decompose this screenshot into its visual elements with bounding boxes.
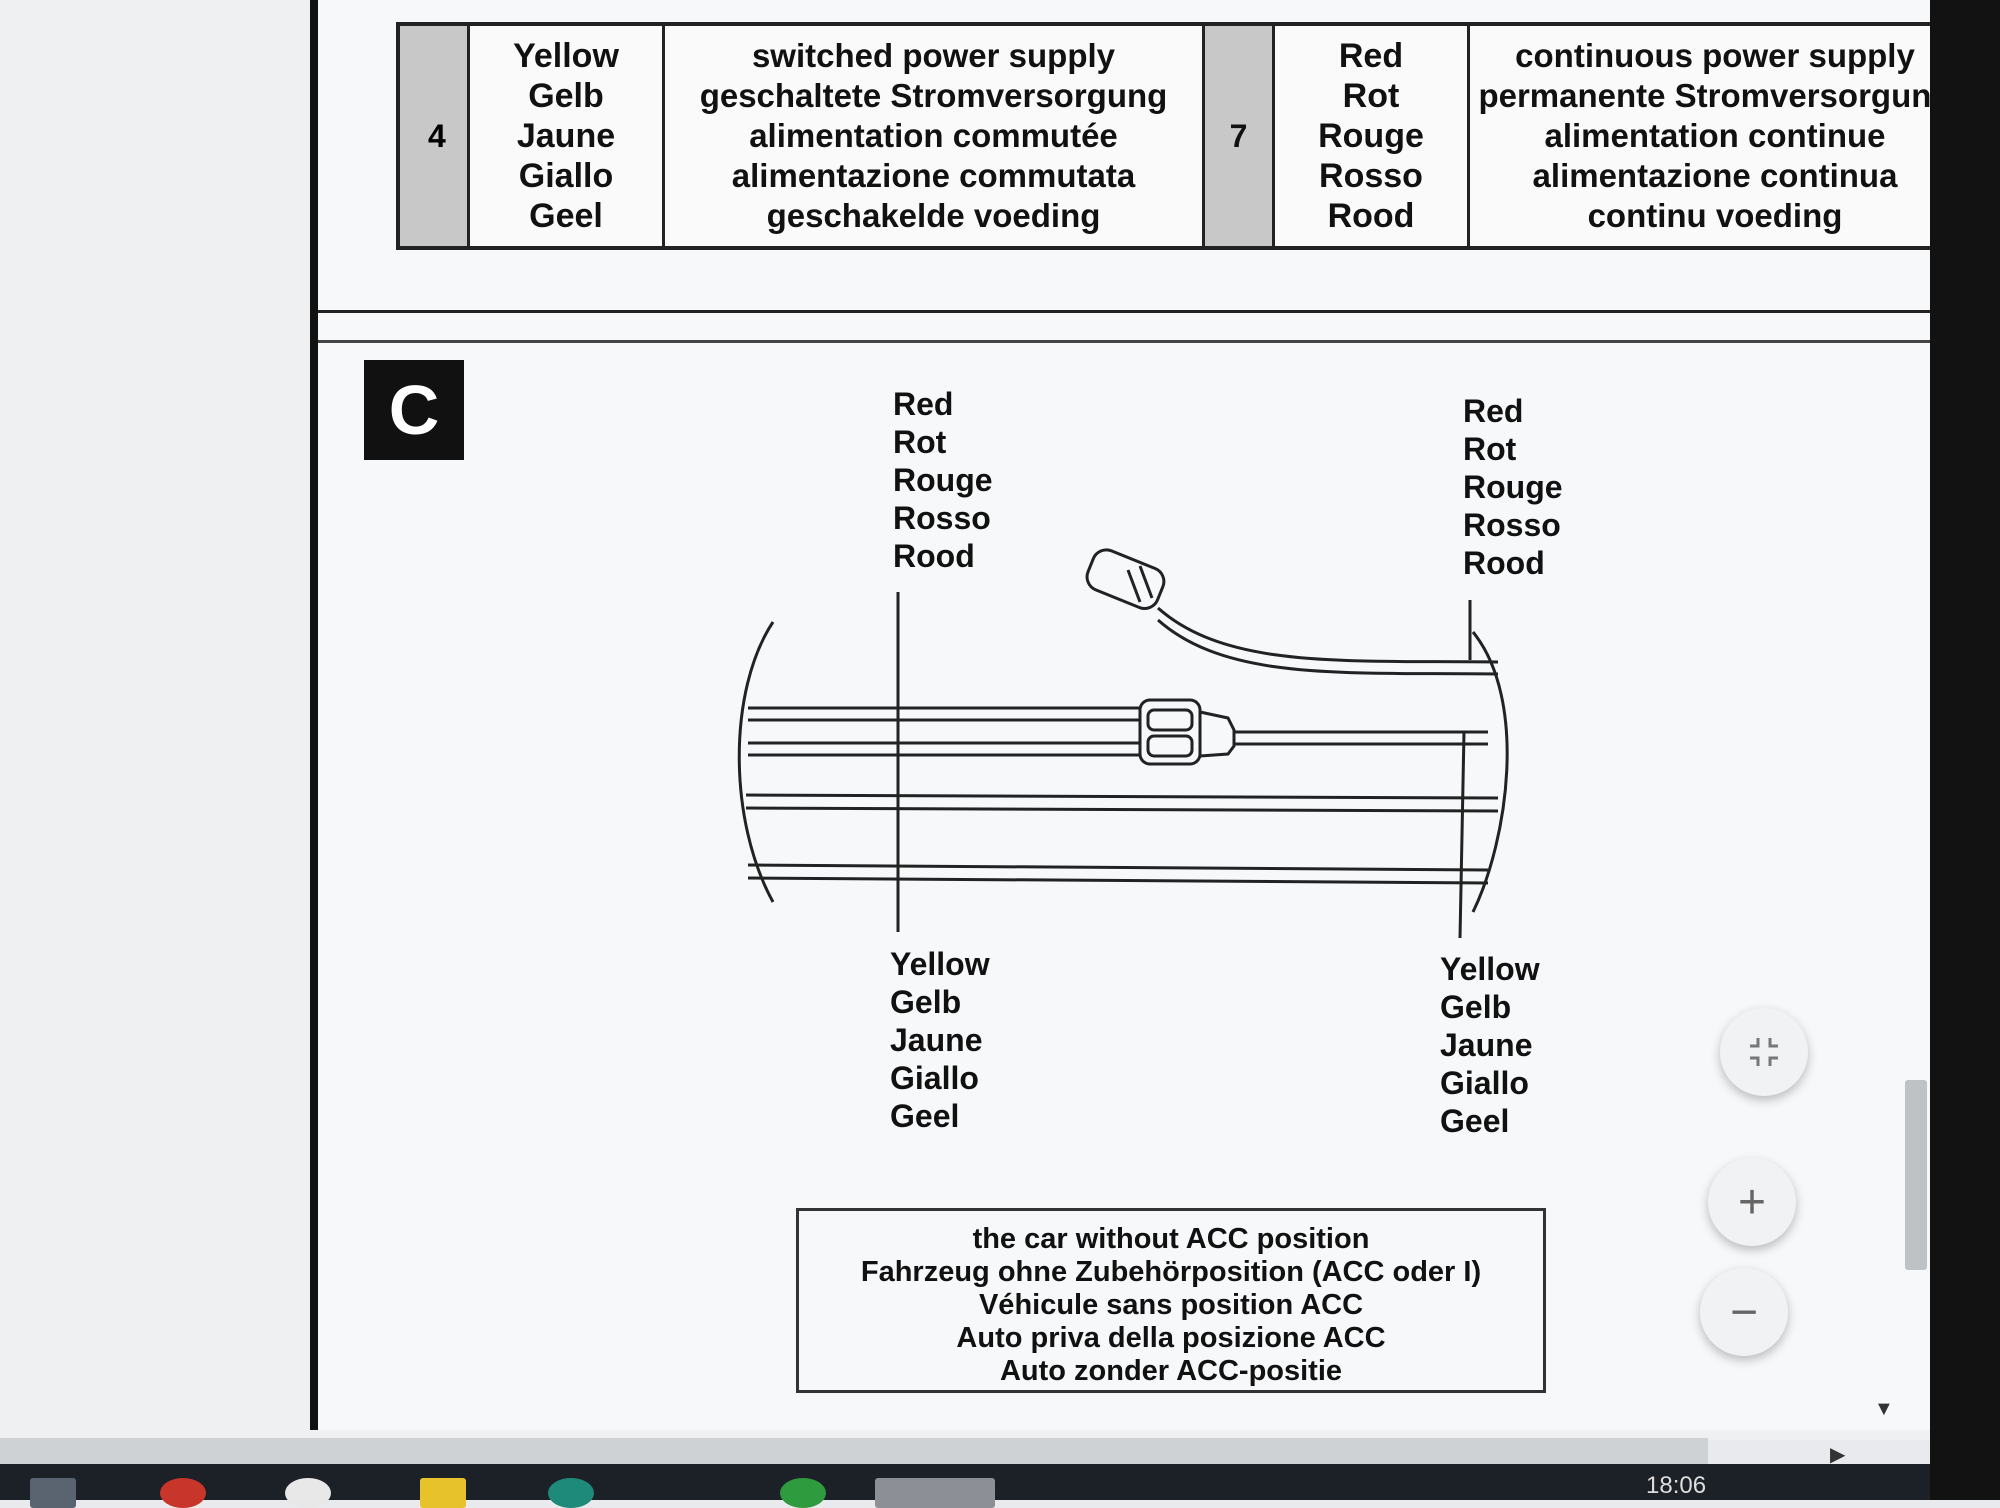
caption-line: Fahrzeug ohne Zubehörposition (ACC oder … <box>860 1256 1482 1288</box>
connector-detail <box>1138 565 1154 599</box>
color-text: Geel <box>529 197 603 235</box>
wire-line <box>747 863 1489 872</box>
label-text: Rosso <box>1463 507 1561 543</box>
wire-description-cell: switched power supply geschaltete Stromv… <box>665 26 1205 246</box>
description-text: continuous power supply <box>1515 37 1915 74</box>
wire-color-table: 4 Yellow Gelb Jaune Giallo Geel switched… <box>396 22 1964 250</box>
vertical-scrollbar-thumb[interactable] <box>1905 1080 1927 1270</box>
caption-line: Auto zonder ACC-positie <box>999 1355 1343 1387</box>
label-text: Yellow <box>890 946 990 982</box>
label-text: Rot <box>893 424 947 460</box>
zoom-in-button[interactable]: + <box>1708 1158 1796 1246</box>
yellow-wire-label-right: Yellow Gelb Jaune Giallo Geel <box>1440 950 1540 1140</box>
label-text: Jaune <box>890 1022 983 1058</box>
connector-pin <box>1146 708 1194 732</box>
wire-line <box>1157 618 1499 676</box>
label-text: Geel <box>890 1098 960 1134</box>
caption-line: the car without ACC position <box>972 1223 1370 1255</box>
description-text: geschaltete Stromversorgung <box>699 77 1168 114</box>
monitor-bezel <box>1930 0 2000 1500</box>
pin-number: 7 <box>1229 117 1248 154</box>
red-wire-label-right: Red Rot Rouge Rosso Rood <box>1463 392 1563 582</box>
section-divider <box>318 310 1958 313</box>
pin-number: 4 <box>428 118 446 154</box>
table-shade-cell <box>400 26 470 246</box>
compress-icon <box>1750 1038 1778 1066</box>
color-text: Rood <box>1327 197 1415 235</box>
wire-colors-cell: Red Rot Rouge Rosso Rood <box>1275 26 1470 246</box>
taskbar-app-icon[interactable] <box>285 1478 331 1508</box>
color-text: Yellow <box>513 37 619 75</box>
zoom-out-button[interactable]: − <box>1700 1268 1788 1356</box>
description-text: geschakelde voeding <box>766 197 1101 234</box>
color-text: Jaune <box>516 117 616 155</box>
wire-colors-cell: Yellow Gelb Jaune Giallo Geel <box>470 26 665 246</box>
caption-line: Véhicule sans position ACC <box>978 1289 1364 1321</box>
taskbar-app-icon[interactable] <box>160 1478 206 1508</box>
figure-label: C <box>364 360 464 460</box>
taskbar-app-icon[interactable] <box>875 1478 995 1508</box>
color-text: Rosso <box>1319 157 1423 195</box>
color-text: Rouge <box>1318 117 1424 155</box>
color-text: Gelb <box>528 77 604 115</box>
document-page: 4 Yellow Gelb Jaune Giallo Geel switched… <box>310 0 1964 1430</box>
description-text: permanente Stromversorgung <box>1478 77 1952 114</box>
wire-description-cell: continuous power supply permanente Strom… <box>1470 26 1960 246</box>
yellow-wire-label-left: Yellow Gelb Jaune Giallo Geel <box>890 945 990 1135</box>
label-text: Red <box>893 386 954 422</box>
taskbar-app-icon[interactable] <box>420 1478 466 1508</box>
label-text: Geel <box>1440 1103 1510 1139</box>
wire-line <box>1157 606 1499 664</box>
cut-edge-left <box>737 621 775 903</box>
wire-line <box>745 793 1499 800</box>
label-text: Rouge <box>893 462 993 498</box>
description-text: continu voeding <box>1587 197 1843 234</box>
wire-line <box>745 806 1499 813</box>
section-divider <box>318 340 1958 343</box>
caption-line: Auto priva della posizione ACC <box>956 1322 1386 1354</box>
connector-body <box>1138 698 1202 766</box>
label-text: Rouge <box>1463 469 1563 505</box>
taskbar-app-icon[interactable] <box>548 1478 594 1508</box>
label-text: Gelb <box>1440 989 1512 1025</box>
color-text: Red <box>1338 37 1404 75</box>
fit-to-width-button[interactable] <box>1720 1008 1808 1096</box>
table-shade-cell: 7 <box>1205 26 1275 246</box>
label-text: Yellow <box>1440 951 1540 987</box>
tap-line-right <box>1458 731 1466 939</box>
taskbar-app-icon[interactable] <box>30 1478 76 1508</box>
label-text: Rosso <box>893 500 991 536</box>
connector-pin <box>1146 734 1194 758</box>
connector-detail <box>1126 569 1142 603</box>
description-text: alimentation continue <box>1544 117 1886 154</box>
label-text: Jaune <box>1440 1027 1533 1063</box>
description-text: alimentation commutée <box>749 117 1118 154</box>
label-text: Red <box>1463 393 1524 429</box>
description-text: switched power supply <box>751 37 1116 74</box>
connector-plug <box>1085 548 1166 610</box>
label-text: Gelb <box>890 984 962 1020</box>
caption-box: the car without ACC position Fahrzeug oh… <box>796 1208 1546 1393</box>
wiring-diagram <box>737 548 1509 939</box>
color-text: Rot <box>1342 77 1400 115</box>
scroll-down-arrow-icon[interactable]: ▼ <box>1874 1398 1894 1420</box>
taskbar-clock: 18:06 <box>1646 1472 1707 1499</box>
label-text: Rood <box>893 538 975 574</box>
horizontal-scrollbar[interactable] <box>0 1438 1708 1464</box>
label-text: Giallo <box>1440 1065 1529 1101</box>
description-text: alimentazione continua <box>1532 157 1898 194</box>
label-text: Rood <box>1463 545 1545 581</box>
wire-line <box>747 876 1489 885</box>
label-text: Giallo <box>890 1060 979 1096</box>
red-wire-label-left: Red Rot Rouge Rosso Rood <box>893 385 993 575</box>
connector-nose <box>1199 710 1236 758</box>
scroll-right-arrow-icon[interactable]: ▶ <box>1830 1444 1846 1466</box>
label-text: Rot <box>1463 431 1517 467</box>
taskbar-app-icon[interactable] <box>780 1478 826 1508</box>
description-text: alimentazione commutata <box>731 157 1136 194</box>
color-text: Giallo <box>518 157 614 195</box>
